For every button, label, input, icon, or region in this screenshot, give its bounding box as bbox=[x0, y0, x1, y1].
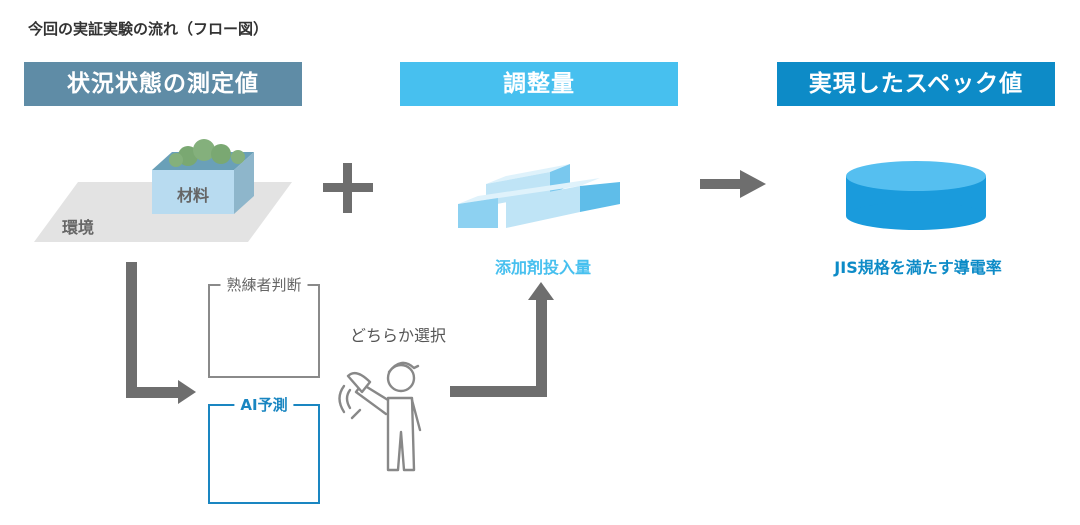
choose-one-label: どちらか選択 bbox=[350, 326, 447, 345]
ai-chip-label: AI bbox=[253, 431, 267, 445]
ai-prediction-box: AI予測 bbox=[208, 394, 320, 504]
material-label: 材料 bbox=[177, 186, 210, 205]
expert-judgement-label: 熟練者判断 bbox=[220, 274, 308, 295]
conductivity-cylinder-icon bbox=[846, 161, 986, 230]
expert-judgement-box: 熟練者判断 bbox=[208, 274, 320, 378]
header-state-measurements: 状況状態の測定値 bbox=[24, 62, 302, 106]
page-title: 今回の実証実験の流れ（フロー図） bbox=[28, 20, 269, 38]
connector-arrow-to-additive bbox=[450, 282, 554, 397]
plus-icon bbox=[323, 163, 373, 213]
additive-bars-icon bbox=[458, 164, 620, 228]
header-adjustment-amount: 調整量 bbox=[400, 62, 678, 106]
material-box-icon bbox=[152, 139, 254, 214]
additive-amount-label: 添加剤投入量 bbox=[494, 258, 591, 277]
header-achieved-spec: 実現したスペック値 bbox=[777, 62, 1055, 106]
connector-arrow-to-ai bbox=[126, 262, 196, 404]
right-arrow-icon bbox=[700, 170, 766, 198]
person-selecting-icon bbox=[338, 361, 422, 472]
environment-label: 環境 bbox=[62, 218, 95, 237]
ai-prediction-label: AI予測 bbox=[234, 394, 294, 415]
conductivity-label: JIS規格を満たす導電率 bbox=[834, 258, 1002, 277]
